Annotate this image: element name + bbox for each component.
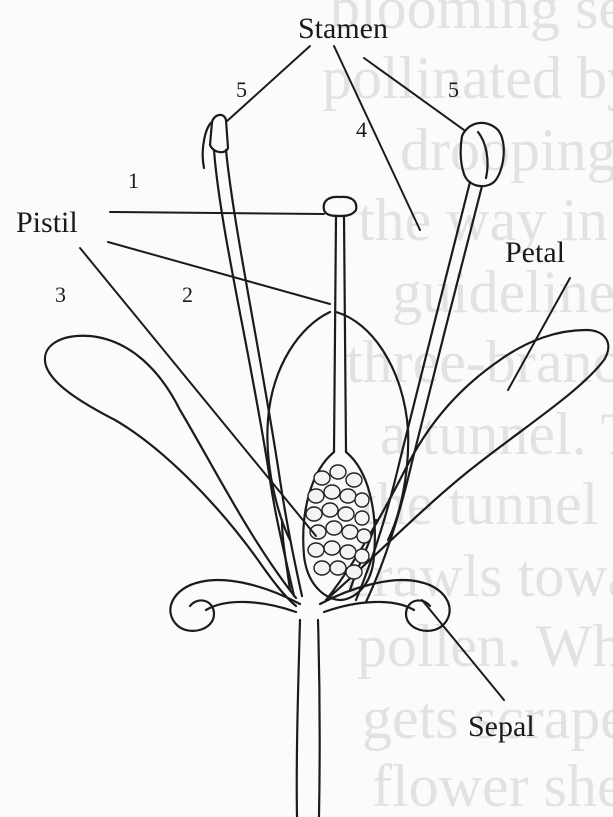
number-ovary: 3: [55, 282, 66, 307]
bleed-line: the way in the nectar: [358, 187, 613, 253]
label-stamen: Stamen: [298, 12, 388, 45]
pistil: [303, 197, 375, 600]
ovary-ovules: [306, 465, 371, 579]
label-pistil: Pistil: [16, 206, 78, 239]
bleed-line: pollen. When she goes to: [357, 613, 613, 679]
number-style: 2: [182, 282, 193, 307]
bleed-line: a tunnel. The bee burrow: [380, 401, 613, 467]
number-anther-right: 5: [448, 77, 459, 102]
number-stigma: 1: [128, 168, 139, 193]
bleed-line: three-branched pistil l: [346, 329, 613, 395]
label-sepal: Sepal: [468, 710, 535, 743]
bleed-line: guidelines. In the center: [392, 259, 613, 325]
bleed-line: the tunnel is a hidden: [360, 471, 613, 537]
number-filament: 4: [356, 117, 367, 142]
bleed-line: drooping appearance has c: [400, 117, 613, 183]
stem: [297, 620, 320, 817]
bleed-line: pollinated by bees. It attr: [322, 45, 613, 111]
bleed-line: flower she enters.: [372, 753, 613, 817]
label-petal: Petal: [505, 236, 565, 269]
number-anther-left: 5: [236, 77, 247, 102]
